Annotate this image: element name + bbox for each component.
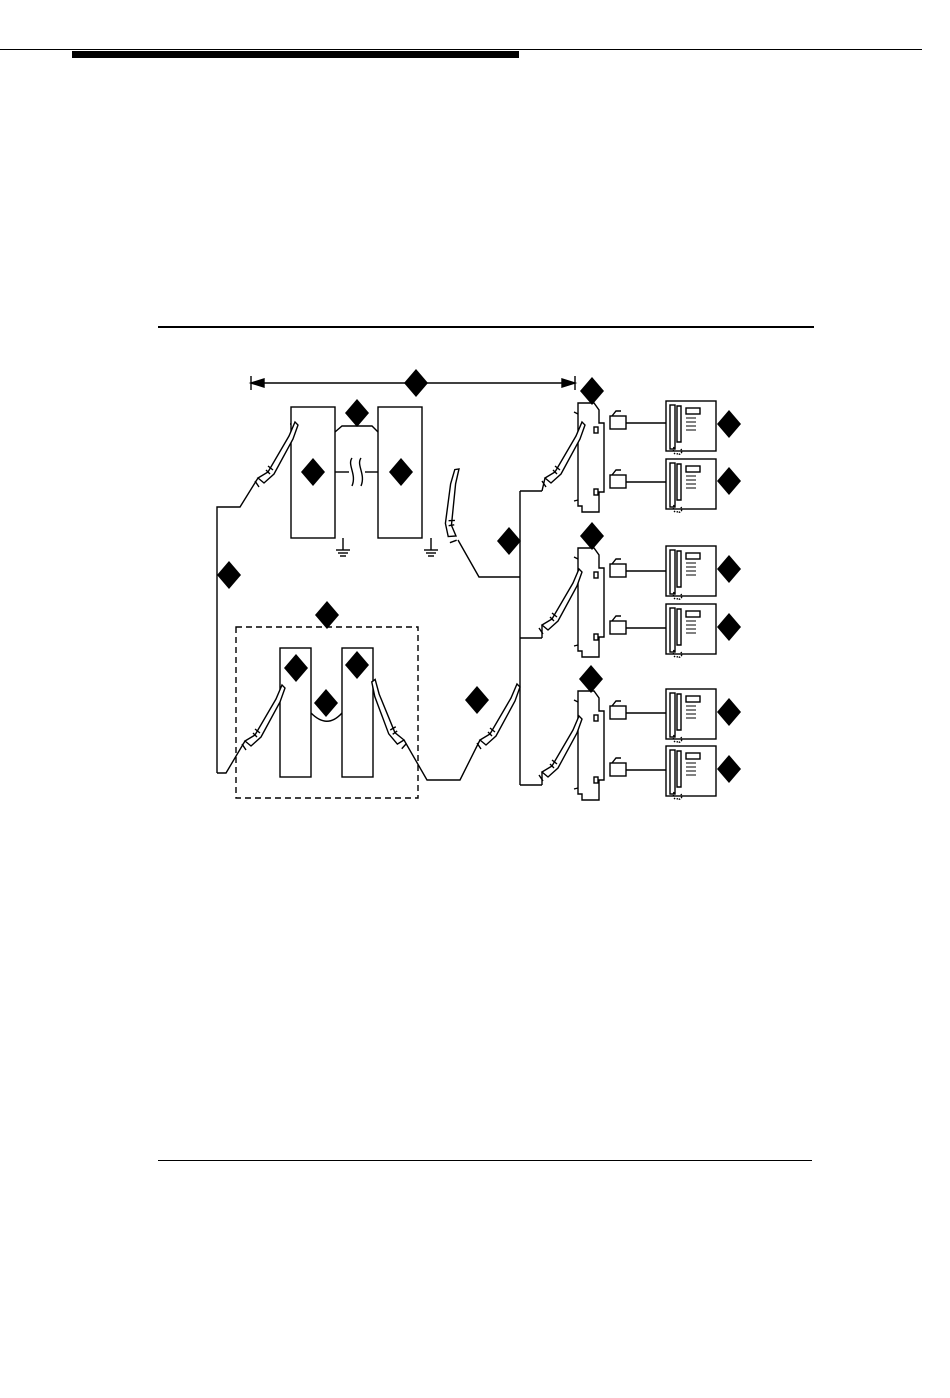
telephone-set (666, 459, 716, 512)
callout-diamond (404, 369, 428, 397)
callout-diamond (579, 665, 603, 693)
wall-jack (574, 403, 604, 512)
callout-diamond (717, 613, 741, 641)
callout-diamond (315, 601, 339, 629)
callout-diamond (717, 555, 741, 583)
callout-diamond (717, 755, 741, 783)
callout-diamond (580, 377, 604, 405)
ground-symbol (336, 538, 350, 556)
callout-diamond (217, 561, 241, 589)
ground-symbol (424, 538, 438, 556)
callout-diamond (717, 467, 741, 495)
telephone-set (666, 604, 716, 657)
modular-plug (610, 411, 667, 776)
callout-diamond (497, 527, 521, 555)
callout-diamond (465, 686, 489, 714)
network-gap-symbol (335, 458, 378, 486)
connector-cable (404, 740, 480, 780)
connector-plug (539, 716, 582, 781)
unit-link-top (335, 426, 378, 432)
connector-cable (217, 478, 258, 773)
callout-diamond (580, 522, 604, 550)
telephone-set (666, 401, 716, 454)
connector-plug (418, 467, 491, 545)
callout-diamond (314, 689, 338, 717)
telephone-set (666, 746, 716, 799)
callout-diamond (345, 399, 369, 427)
connector-plug (539, 569, 582, 634)
callout-diamond (717, 410, 741, 438)
callout-diamond (717, 698, 741, 726)
connector-plug (242, 685, 285, 750)
wall-jack (574, 548, 604, 657)
wall-jack (574, 691, 604, 800)
telephone-set (666, 689, 716, 742)
telephone-set (666, 546, 716, 599)
